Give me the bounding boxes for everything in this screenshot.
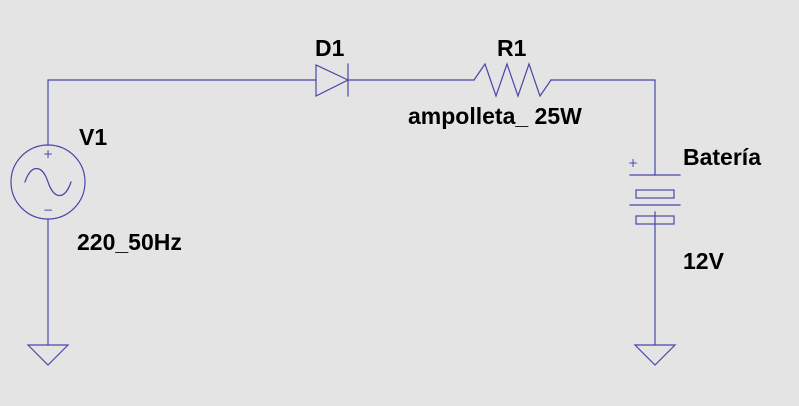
resistor-name-label: R1 xyxy=(497,35,527,61)
resistor-value-label: ampolleta_ 25W xyxy=(408,103,582,129)
source-minus-mark: − xyxy=(43,203,54,217)
ground-icon xyxy=(633,344,677,366)
wire-top-left xyxy=(47,79,317,146)
source-value-label: 220_50Hz xyxy=(77,229,182,255)
battery-value-label: 12V xyxy=(683,248,724,274)
battery-name-label: Batería xyxy=(683,144,761,170)
diode-icon xyxy=(315,63,350,97)
ground-icon xyxy=(26,344,70,366)
battery-icon xyxy=(629,174,681,225)
wire-top-right xyxy=(550,79,656,176)
diode-name-label: D1 xyxy=(315,35,345,61)
battery-plus-mark: + xyxy=(628,156,639,170)
resistor-icon xyxy=(473,62,552,98)
source-name-label: V1 xyxy=(79,124,108,150)
ac-voltage-source-icon xyxy=(10,144,86,220)
source-plus-mark: + xyxy=(43,147,54,161)
